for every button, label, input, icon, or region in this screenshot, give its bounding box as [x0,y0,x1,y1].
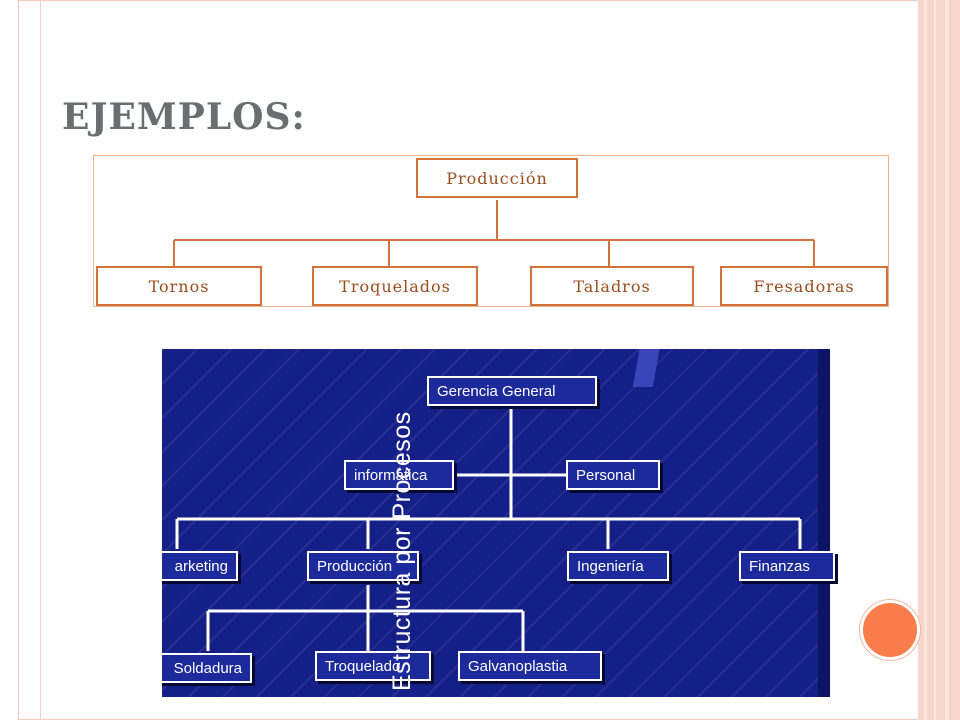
vertical-title: Estructura por Procesos [388,411,416,691]
node-tornos: Tornos [96,266,262,306]
decorative-circle [860,600,920,660]
node-fresadoras: Fresadoras [720,266,888,306]
slide-frame-left [0,0,19,720]
slide-frame-right [918,0,960,720]
node-soldadura: Soldadura [162,653,252,683]
process-connectors [175,407,802,651]
node-ingenieria: Ingeniería [567,551,669,581]
node-informatica: informática [344,460,454,490]
slide-frame-top [18,0,918,1]
production-org-chart: Producción Tornos Troquelados Taladros F… [93,155,889,307]
node-troquelados: Troquelados [312,266,478,306]
node-finanzas: Finanzas [739,551,835,581]
process-structure-chart: Gerencia General informática Personal ar… [162,349,844,697]
node-marketing: arketing [162,551,238,581]
chart-dark-strip [818,349,832,697]
slide-title: EJEMPLOS: [62,96,306,138]
node-gerencia-general: Gerencia General [427,376,597,406]
slide-frame-line [40,0,41,720]
node-troquelado: Troquelado [315,651,431,681]
node-galvanoplastia: Galvanoplastia [458,651,602,681]
node-personal: Personal [566,460,660,490]
node-taladros: Taladros [530,266,694,306]
node-produccion: Producción [416,158,578,198]
production-connectors [173,200,815,266]
chart-right-edge [830,349,844,697]
node-produccion-dept: Producción [307,551,419,581]
